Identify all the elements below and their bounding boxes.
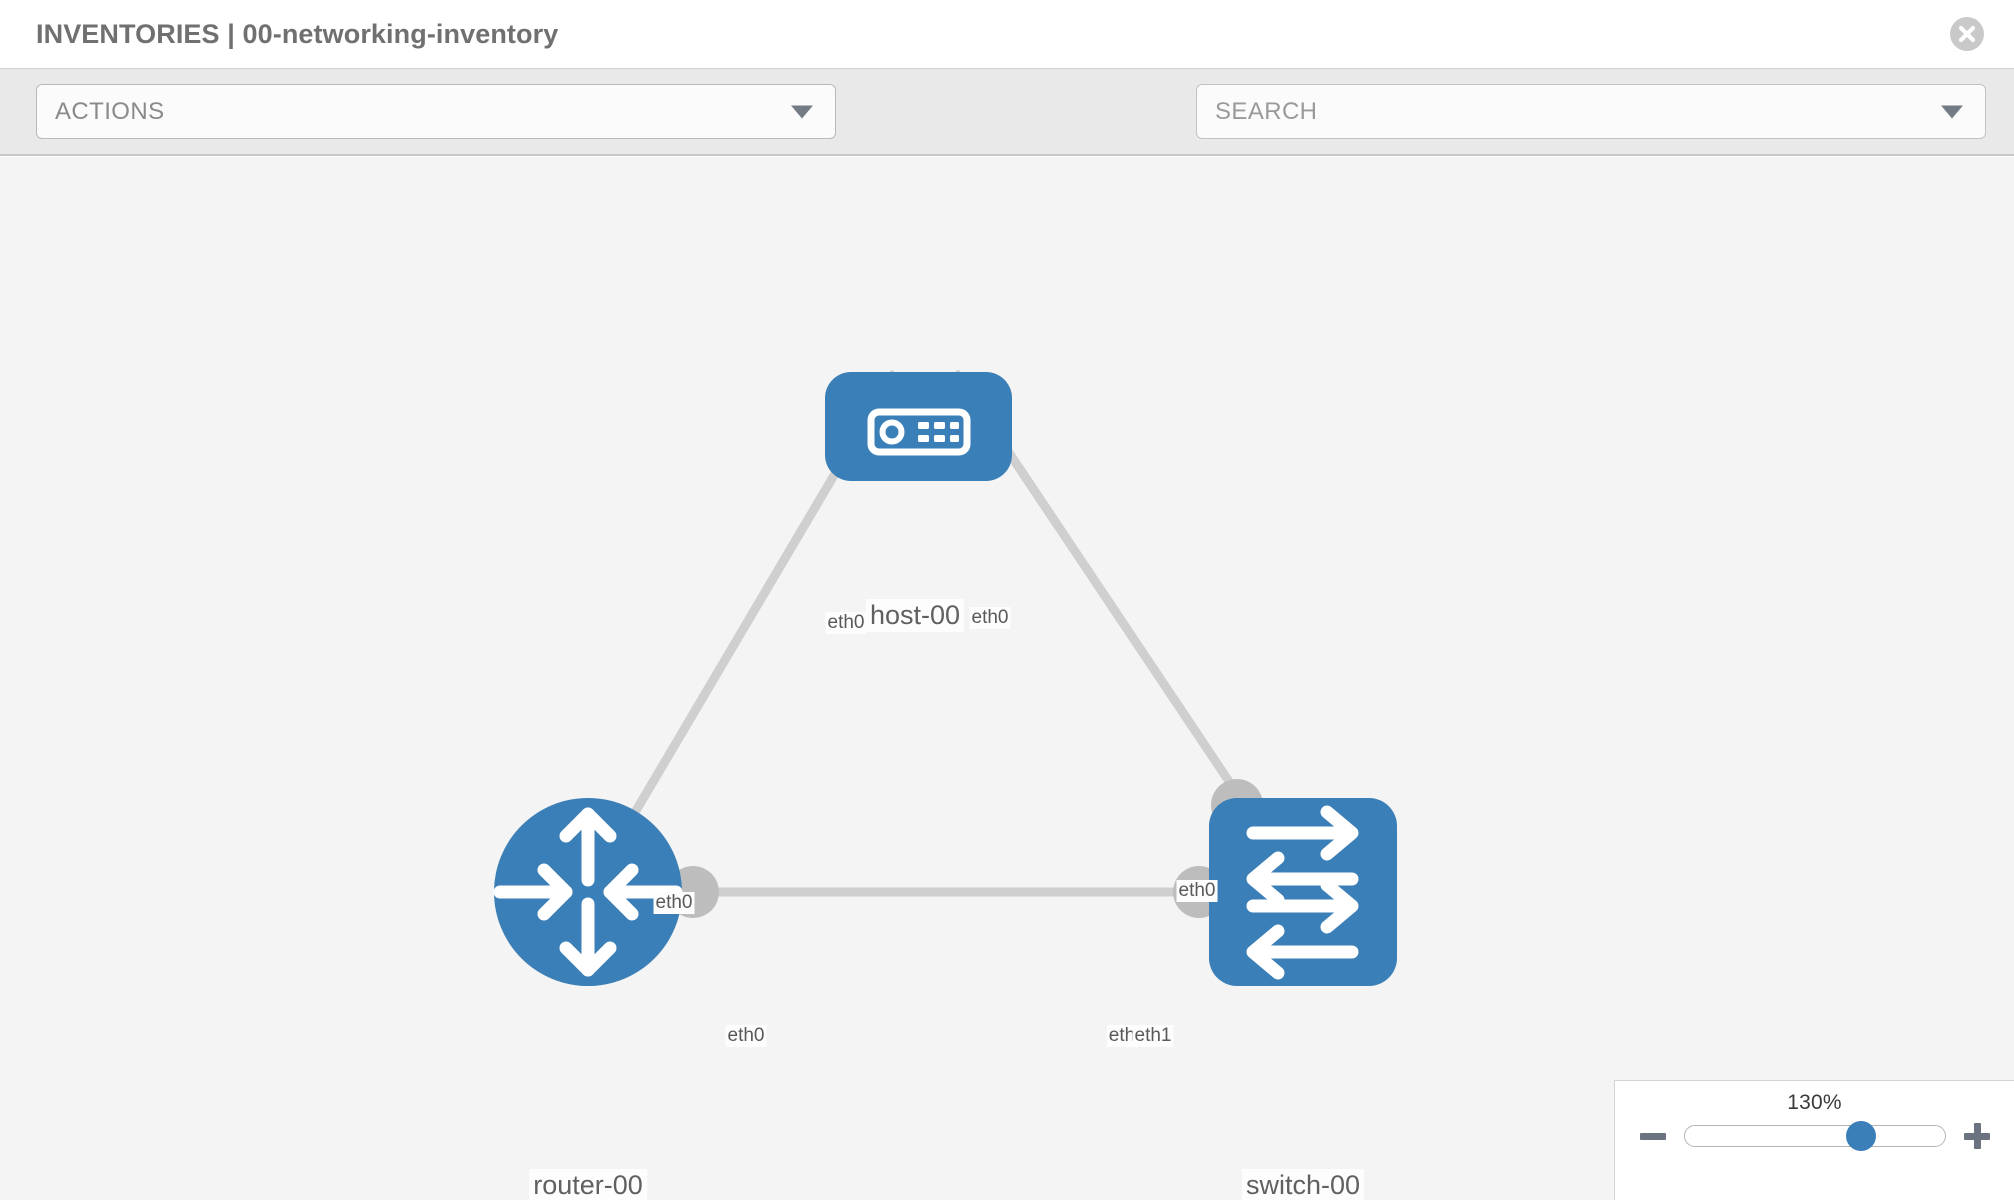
close-icon[interactable] [1950,17,1984,51]
page-title: INVENTORIES | 00-networking-inventory [36,18,559,49]
server-icon [867,408,971,456]
zoom-in-button[interactable] [1963,1123,1990,1149]
zoom-level-value: 130% [1787,1091,1842,1114]
topology-canvas[interactable]: host-00 router-00 switch-00 eth0 eth0 et… [0,157,2014,1200]
page-header: INVENTORIES | 00-networking-inventory [0,0,2014,68]
zoom-slider-thumb[interactable] [1846,1121,1877,1151]
iface-label-host-eth0-left[interactable]: eth0 [825,612,867,634]
zoom-control-panel[interactable]: 130% [1614,1080,2014,1200]
chevron-down-icon [791,105,813,118]
actions-dropdown-label: ACTIONS [55,97,165,125]
node-label-router-00[interactable]: router-00 [529,1169,647,1200]
node-switch-00[interactable] [1209,798,1397,986]
toolbar: ACTIONS SEARCH [0,68,2014,156]
topology-graph[interactable] [0,157,2014,1200]
node-router-00[interactable] [493,798,683,986]
iface-label-router-eth0-up[interactable]: eth0 [653,892,695,914]
zoom-slider[interactable] [1683,1121,1946,1151]
chevron-down-icon[interactable] [1941,105,1963,118]
node-host-00[interactable] [825,372,1012,481]
search-input[interactable]: SEARCH [1196,84,1986,139]
iface-label-switch-eth0-up[interactable]: eth0 [1176,880,1218,902]
zoom-out-button[interactable] [1639,1123,1666,1149]
search-placeholder: SEARCH [1215,97,1318,125]
iface-label-switch-eth0-overlap[interactable]: eth [1106,1025,1138,1047]
iface-label-router-eth0[interactable]: eth0 [725,1025,767,1047]
actions-dropdown[interactable]: ACTIONS [36,84,836,139]
iface-label-switch-eth1[interactable]: eth1 [1132,1025,1174,1047]
node-label-switch-00[interactable]: switch-00 [1241,1169,1365,1200]
iface-label-host-eth0-right[interactable]: eth0 [969,607,1011,629]
switch-icon [1246,805,1359,980]
node-label-host-00[interactable]: host-00 [865,599,965,632]
